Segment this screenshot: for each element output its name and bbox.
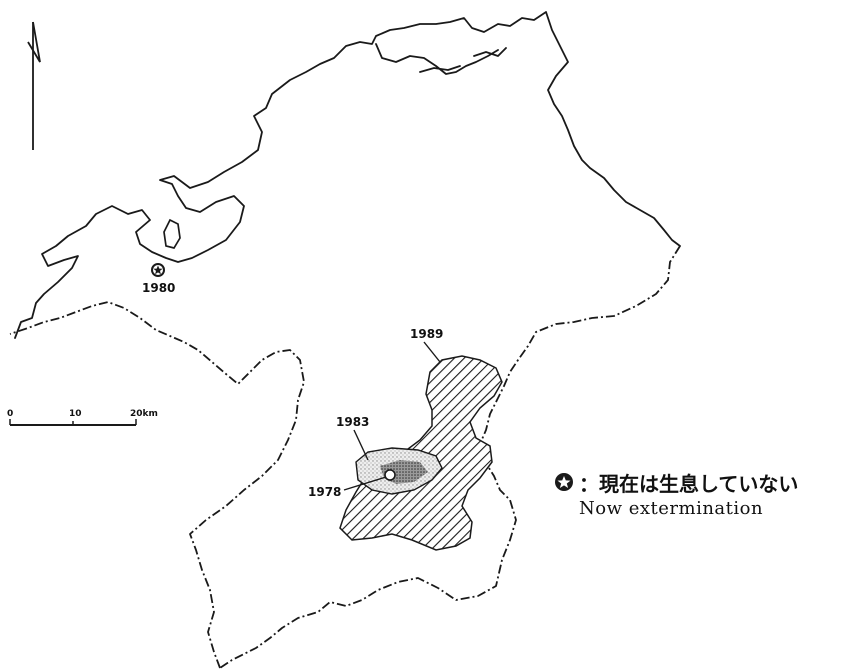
leader-line-1983 (353, 429, 369, 461)
site-1980-label: 1980 (142, 281, 175, 295)
area-1983-label: 1983 (336, 415, 369, 429)
legend-text-ja: ：現在は生息していない (579, 471, 799, 496)
north-arrow-icon (27, 21, 41, 150)
prefecture-border (9, 245, 681, 669)
site-1980-star-icon (151, 263, 165, 277)
scale-tick-20: 20km (130, 409, 158, 419)
coastline-inner (375, 43, 507, 75)
scale-bar: 0 10 20km (7, 409, 158, 426)
site-1978-label: 1978 (308, 485, 341, 499)
legend: ：現在は生息していない Now extermination (553, 468, 853, 519)
area-1989-label: 1989 (410, 327, 443, 341)
leader-line-1989 (423, 341, 441, 363)
legend-row-extinct: ：現在は生息していない (553, 468, 853, 496)
legend-text-en: Now extermination (579, 498, 764, 519)
site-1978-marker (384, 469, 396, 481)
scale-tick-0: 0 (7, 409, 13, 419)
coastline (14, 11, 681, 339)
star-in-circle-icon (555, 473, 573, 491)
scale-tick-10: 10 (69, 409, 82, 419)
leader-line-1978 (343, 476, 387, 491)
island (163, 218, 181, 249)
